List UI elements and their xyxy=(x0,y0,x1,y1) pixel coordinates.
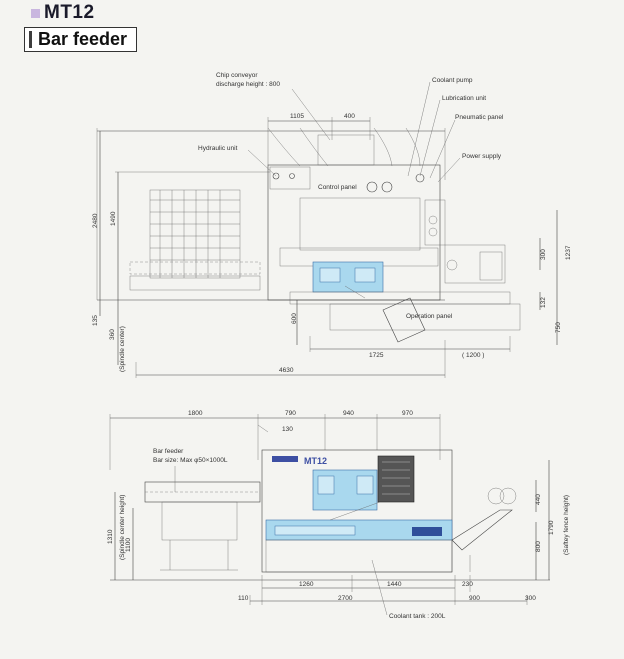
dim-4630: 4630 xyxy=(279,367,294,374)
bottom-view: 1800 790 940 970 130 Bar feeder Bar size… xyxy=(107,410,570,620)
dim-135: 135 xyxy=(92,315,99,326)
dim-790: 790 xyxy=(285,410,296,417)
label-spindle-center-height: (Spindle center height) xyxy=(119,495,126,560)
label-coolant-tank: Coolant tank : 200L xyxy=(389,613,446,620)
dim-1490: 1490 xyxy=(110,211,117,226)
dim-940: 940 xyxy=(343,410,354,417)
label-bar-size: Bar size: Max φ50×1000L xyxy=(153,457,228,464)
dim-600: 600 xyxy=(291,313,298,324)
dim-110: 110 xyxy=(238,595,249,602)
dim-130: 130 xyxy=(282,426,293,433)
heading-bar xyxy=(29,31,32,48)
dim-970: 970 xyxy=(402,410,413,417)
section-heading-box: Bar feeder xyxy=(24,27,138,52)
side-nameplate xyxy=(412,527,442,536)
label-coolant-pump: Coolant pump xyxy=(432,77,473,84)
label-safety-fence-height: (Saftey fence height) xyxy=(563,495,570,555)
label-lubrication-unit: Lubrication unit xyxy=(442,95,486,102)
label-pneumatic-panel: Pneumatic panel xyxy=(455,114,504,121)
dim-230: 230 xyxy=(462,581,473,588)
dim-750: 750 xyxy=(555,322,562,333)
label-operation-panel: Operation panel xyxy=(406,313,453,320)
dim-132: 132 xyxy=(540,297,547,308)
label-chip-height: discharge height : 800 xyxy=(216,81,280,88)
dim-1800: 1800 xyxy=(188,410,203,417)
dim-2480: 2480 xyxy=(92,213,99,228)
dim-1725: 1725 xyxy=(369,352,384,359)
control-panel-screen xyxy=(377,455,415,503)
dim-440: 440 xyxy=(535,494,542,505)
label-control-panel: Control panel xyxy=(318,184,357,191)
model-title: MT12 xyxy=(44,2,95,23)
label-hydraulic-unit: Hydraulic unit xyxy=(198,145,238,152)
section-marker xyxy=(31,9,40,18)
dim-1100: 1100 xyxy=(125,538,132,552)
dim-1237: 1237 xyxy=(565,245,572,260)
brand-bar xyxy=(272,456,298,462)
label-power-supply: Power supply xyxy=(462,153,502,160)
dim-1310: 1310 xyxy=(107,529,114,544)
dim-360: 360 xyxy=(109,329,116,340)
label-bar-feeder: Bar feeder xyxy=(153,448,184,455)
dim-900: 900 xyxy=(469,595,480,602)
dim-1260: 1260 xyxy=(299,581,314,588)
top-view: 1105 400 2480 1490 135 360 (Spindle cent… xyxy=(92,72,572,378)
section-heading: Bar feeder xyxy=(38,29,128,49)
dim-1440: 1440 xyxy=(387,581,402,588)
dim-400: 400 xyxy=(344,113,355,120)
label-chip-conveyor: Chip conveyor xyxy=(216,72,258,79)
dim-1200: ( 1200 ) xyxy=(462,352,484,359)
dim-300-bottom: 300 xyxy=(525,595,536,602)
dim-2700: 2700 xyxy=(338,595,353,602)
dim-300: 300 xyxy=(540,249,547,260)
dim-800: 800 xyxy=(535,541,542,552)
dim-1105: 1105 xyxy=(290,113,304,120)
label-spindle-center: (Spindle center) xyxy=(119,326,126,372)
dim-1790: 1790 xyxy=(548,520,555,535)
brand-label: MT12 xyxy=(304,456,327,466)
